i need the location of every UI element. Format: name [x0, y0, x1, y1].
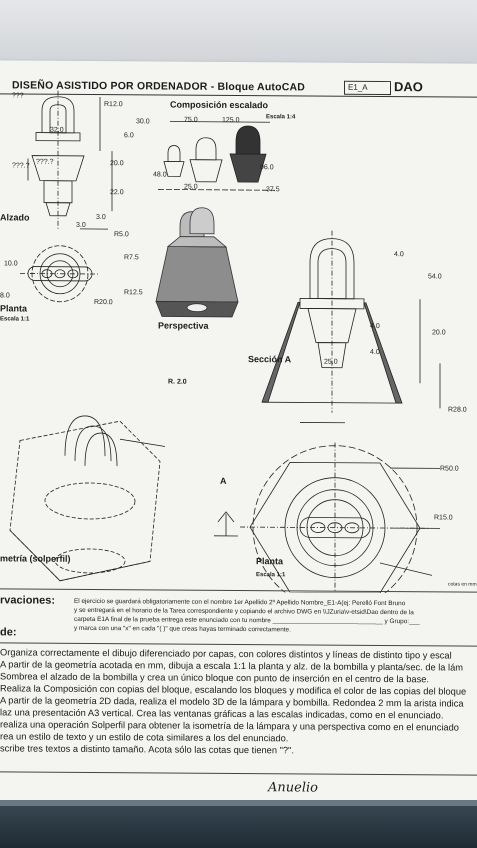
- enunciado-heading: de:: [0, 626, 17, 639]
- planta-large-scale: Escala 1:1: [256, 572, 286, 579]
- dim-label: R20.0: [94, 298, 113, 307]
- planta-small-scale: Escala 1:1: [0, 316, 30, 323]
- bulb-tip: [45, 202, 71, 217]
- dim-label: 96.0: [260, 164, 274, 172]
- dim-label: 8.0: [0, 292, 10, 300]
- dim-label: R28.0: [448, 406, 467, 414]
- section-divider: [0, 771, 477, 776]
- observaciones-heading: rvaciones:: [0, 594, 56, 607]
- comp-dim-line: [170, 121, 270, 123]
- bulb-neck: [31, 155, 85, 182]
- dim-label: 10.0: [4, 260, 18, 268]
- dim-label: 20.0: [432, 329, 446, 337]
- desk-background-bottom: [0, 800, 477, 848]
- bulb-hook-outer: [41, 96, 75, 134]
- dim-label: 75.0: [184, 116, 198, 124]
- dim-label: R12.5: [124, 289, 143, 297]
- dim-label: ???.?: [36, 158, 54, 166]
- dim-label: 4.0: [370, 322, 380, 330]
- isometria-label: metría (solperfil): [0, 553, 71, 564]
- view-arrow-label: A: [220, 475, 227, 486]
- dim-label: 25.0: [324, 358, 338, 366]
- observaciones-line: y marca con una "x" en cada "( )" que cr…: [74, 624, 291, 634]
- dim-label: R. 2.0: [168, 378, 187, 386]
- desk-background-top: [0, 0, 477, 70]
- alzado-label: Alzado: [0, 212, 30, 223]
- dim-label: 54.0: [428, 273, 442, 281]
- bulb-hook-inner: [49, 104, 67, 134]
- dim-label: R7.5: [124, 254, 139, 262]
- dim-label: R12.0: [104, 101, 123, 109]
- dim-label: 20.0: [110, 160, 124, 168]
- dim-label: R5.0: [114, 231, 129, 239]
- exam-sheet: DISEÑO ASISTIDO POR ORDENADOR - Bloque A…: [0, 60, 477, 806]
- planta-small-label: Planta: [0, 303, 28, 314]
- dim-label: 22.0: [110, 189, 124, 197]
- dim-label: 37.5: [266, 186, 280, 194]
- perspectiva-label: Perspectiva: [158, 320, 209, 331]
- technical-drawings: [9, 90, 441, 594]
- dim-label: 6.0: [124, 132, 134, 140]
- dim-label: 4.0: [394, 251, 404, 259]
- desk-edge: [0, 800, 477, 806]
- dim-label: R50.0: [440, 465, 459, 473]
- dim-label: ???: [12, 92, 24, 100]
- units-note: cotas en mm: [448, 581, 477, 588]
- dim-label: 48.0: [153, 171, 167, 179]
- dim-label: 3.0: [96, 214, 106, 222]
- dim-label: ???.?: [12, 162, 30, 170]
- instruction-line: scribe tres textos a distinto tamaño. Ac…: [0, 743, 294, 756]
- dim-label: 30.0: [136, 118, 150, 126]
- dim-label: 32.0: [50, 126, 64, 134]
- composicion-scale: Escala 1:4: [266, 114, 296, 121]
- student-signature: Anuelio: [268, 780, 318, 796]
- composicion-title: Composición escalado: [170, 99, 269, 111]
- dim-label: 125.0: [222, 116, 240, 125]
- dim-label: 4.0: [370, 348, 380, 356]
- planta-large-label: Planta: [256, 556, 284, 567]
- dim-label: R15.0: [434, 514, 453, 522]
- dim-label: 25.0: [184, 183, 198, 191]
- seccion-label: Sección A: [248, 354, 292, 365]
- dim-label: 3.0: [76, 221, 86, 229]
